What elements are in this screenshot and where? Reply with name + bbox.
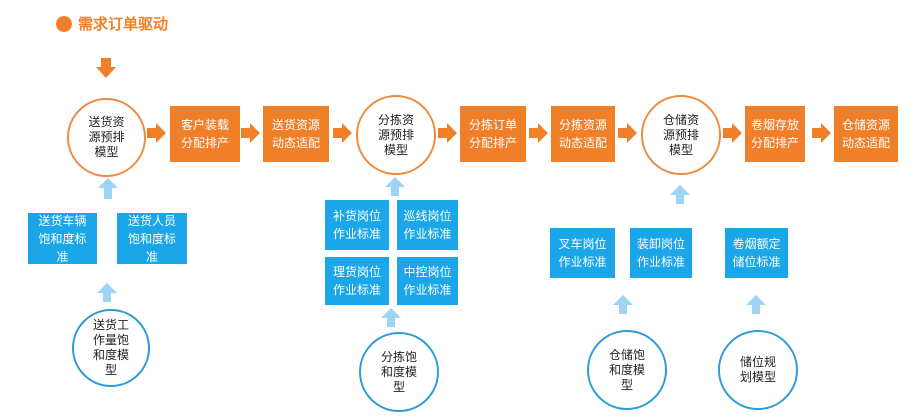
std-unload-post: 装卸岗位作业标准 bbox=[630, 228, 692, 278]
std-replenish-post: 补货岗位作业标准 bbox=[325, 200, 389, 250]
right-arrow-icon bbox=[438, 123, 457, 143]
right-arrow-icon bbox=[529, 123, 548, 143]
right-arrow-icon bbox=[723, 123, 742, 143]
slot-planning-model: 储位规划模型 bbox=[718, 330, 798, 410]
std-control-post: 中控岗位作业标准 bbox=[397, 257, 458, 305]
flow-box-customer-loading: 客户装载分配排产 bbox=[170, 106, 240, 162]
up-arrow-icon bbox=[385, 177, 405, 196]
std-forklift-post: 叉车岗位作业标准 bbox=[550, 228, 615, 278]
delivery-preplan-model: 送货资源预排模型 bbox=[67, 98, 146, 177]
flow-box-delivery-adapt: 送货资源动态适配 bbox=[263, 106, 329, 162]
flow-box-sorting-adapt: 分拣资源动态适配 bbox=[551, 106, 615, 162]
std-delivery-staff: 送货人员饱和度标准 bbox=[117, 213, 187, 264]
std-patrol-post: 巡线岗位作业标准 bbox=[397, 200, 458, 250]
up-arrow-icon bbox=[98, 178, 118, 199]
right-arrow-icon bbox=[618, 123, 637, 143]
warehouse-preplan-model: 仓储资源预排模型 bbox=[641, 95, 721, 175]
sorting-preplan-model: 分拣资源预排模型 bbox=[356, 95, 436, 175]
right-arrow-icon bbox=[147, 123, 166, 143]
up-arrow-icon bbox=[381, 308, 401, 327]
down-arrow-icon bbox=[96, 58, 116, 78]
right-arrow-icon bbox=[812, 123, 831, 143]
sorting-saturation-model: 分拣饱和度模型 bbox=[359, 332, 439, 412]
up-arrow-icon bbox=[670, 185, 690, 204]
up-arrow-icon bbox=[97, 283, 117, 302]
flow-box-cigarette-storage: 卷烟存放分配排产 bbox=[745, 106, 805, 162]
warehouse-saturation-model: 仓储饱和度模型 bbox=[587, 330, 667, 410]
flow-box-sorting-order: 分拣订单分配排产 bbox=[460, 106, 526, 162]
std-sort-post: 理货岗位作业标准 bbox=[325, 257, 389, 305]
delivery-workload-model: 送货工作量饱和度模型 bbox=[72, 309, 150, 387]
std-cigarette-slot: 卷烟额定储位标准 bbox=[725, 228, 788, 278]
page-title: 需求订单驱动 bbox=[78, 15, 169, 33]
flow-box-warehouse-adapt: 仓储资源动态适配 bbox=[834, 106, 898, 162]
right-arrow-icon bbox=[333, 123, 352, 143]
up-arrow-icon bbox=[746, 295, 766, 314]
title-dot-icon bbox=[56, 16, 72, 32]
right-arrow-icon bbox=[241, 123, 260, 143]
up-arrow-icon bbox=[613, 295, 633, 314]
std-delivery-vehicle: 送货车辆饱和度标准 bbox=[28, 213, 97, 264]
